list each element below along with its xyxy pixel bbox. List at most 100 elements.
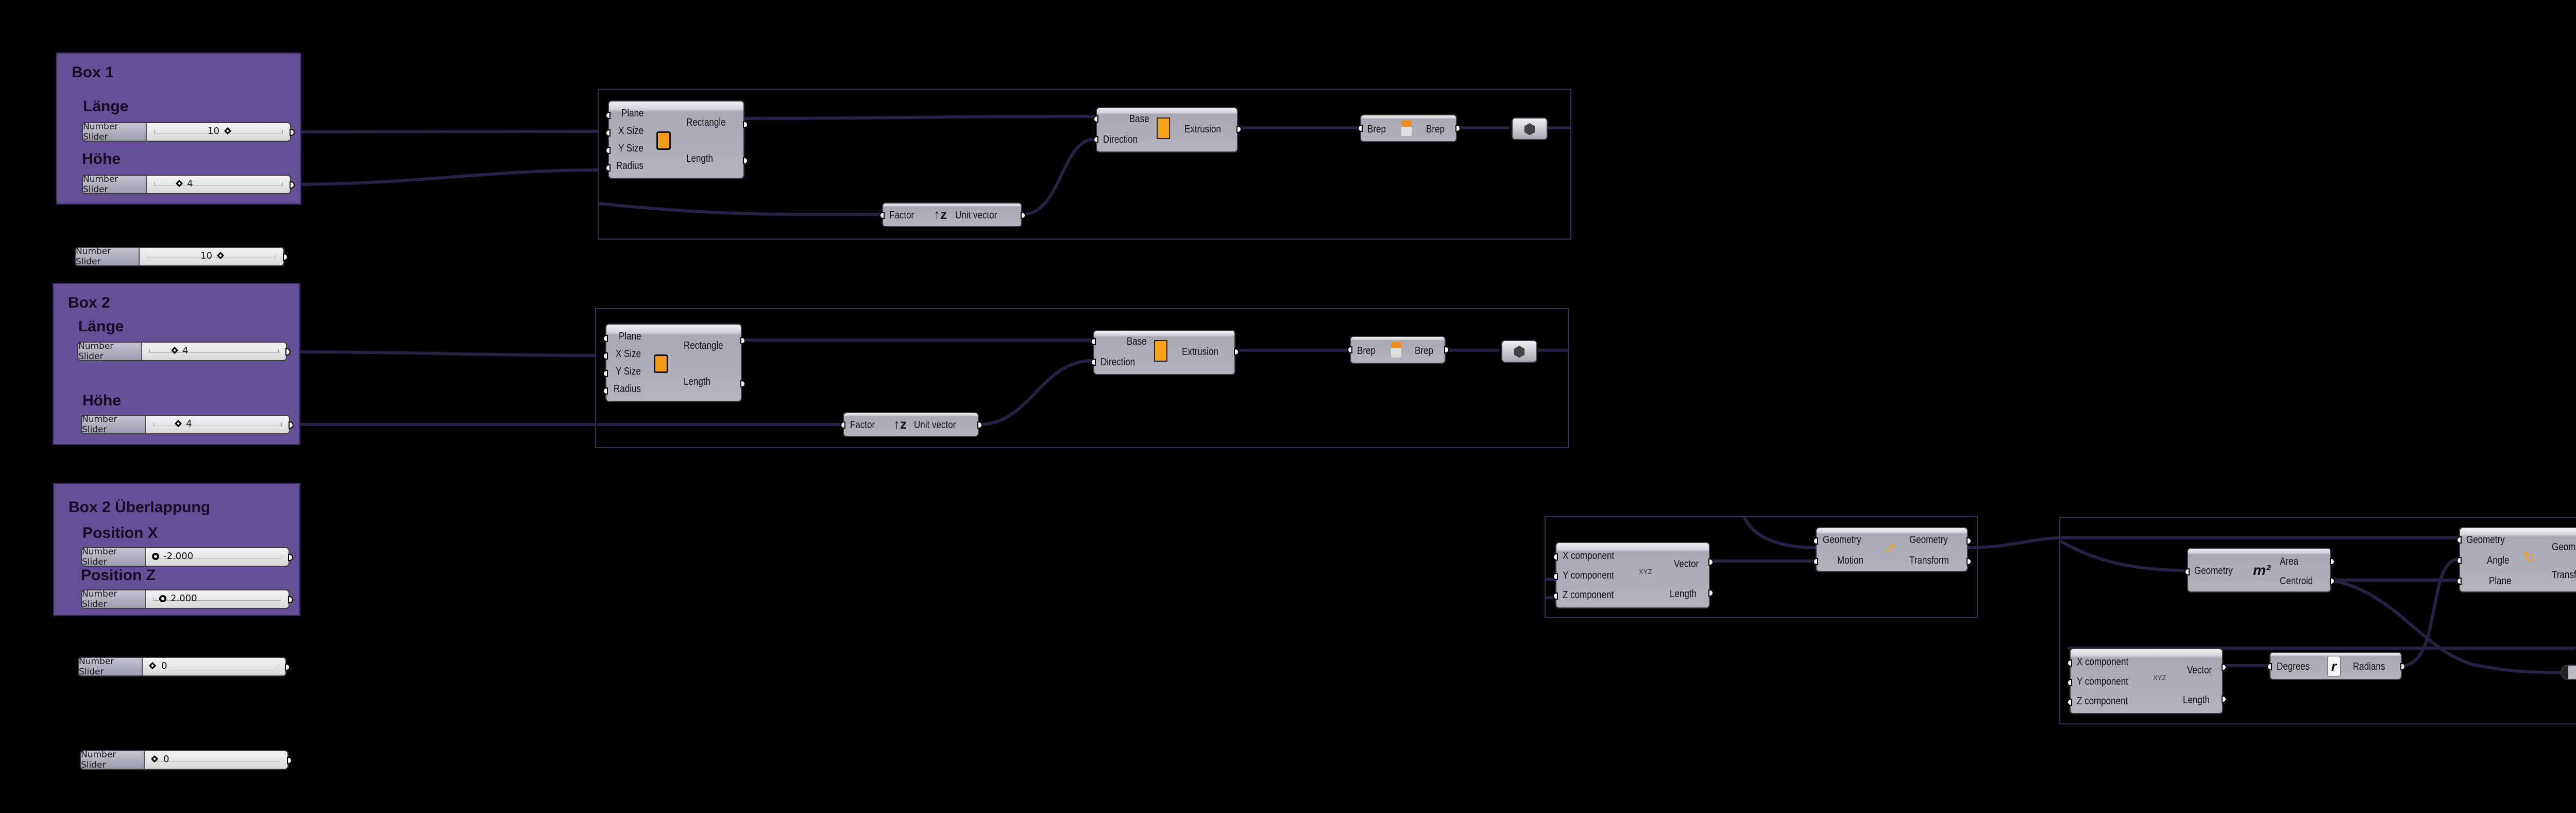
output-port[interactable] [1455,125,1461,132]
input-port[interactable] [1813,558,1818,565]
output-port[interactable] [283,253,288,261]
geometry-param[interactable]: ⬢ [1512,117,1548,140]
rectangle-component[interactable]: Plane X Size Y Size Radius Rectangle Len… [603,324,745,402]
input-port[interactable] [1553,573,1558,580]
cap-holes-component[interactable]: Brep Brep [1347,336,1449,364]
number-slider-box1-laenge[interactable]: Number Slider 10 [82,122,295,142]
move-component[interactable]: Geometry Motion ➚ Geometry Transform [1813,527,1972,572]
number-slider-standalone[interactable]: Number Slider 10 [75,246,288,267]
rotate-component[interactable]: Geometry Angle Plane ↻ Geometry Transfor… [2456,527,2576,592]
input-port[interactable] [603,352,608,360]
input-port[interactable] [603,335,608,342]
output-port[interactable] [1967,537,1972,545]
input-port[interactable] [2456,536,2462,544]
input-port[interactable] [1347,346,1352,353]
slider-grip-icon[interactable] [159,595,166,602]
input-port[interactable] [605,164,611,172]
input-port[interactable] [605,129,611,137]
slider-track[interactable]: -2.000 [146,548,289,566]
input-port[interactable] [1553,592,1558,600]
rectangle-component[interactable]: Plane X Size Y Size Radius Rectangle Len… [605,100,748,179]
geometry-param-icon: ⬢ [1523,121,1536,137]
extrude-component[interactable]: Base Direction Extrusion [1091,330,1239,375]
output-port[interactable] [2222,664,2227,671]
unit-z-component[interactable]: Factor ↑z Unit vector [840,412,982,437]
number-slider-box2-hoehe[interactable]: Number Slider 4 [81,414,294,435]
geometry-param[interactable]: ⬢ [1501,340,1537,363]
output-port[interactable] [740,380,745,387]
output-port[interactable] [743,121,748,128]
group-move[interactable] [1545,516,1978,618]
output-port[interactable] [1236,126,1242,133]
input-port[interactable] [2267,663,2272,670]
input-port[interactable] [2067,679,2072,686]
input-port[interactable] [1093,115,1098,123]
output-port[interactable] [285,664,290,671]
output-port[interactable] [1708,558,1714,566]
output-port[interactable] [1708,589,1714,597]
output-port[interactable] [1444,346,1449,353]
output-port[interactable] [740,337,745,344]
slider-track[interactable]: 4 [142,343,286,360]
relay-node[interactable] [2561,665,2576,680]
number-slider-position-z[interactable]: Number Slider 2.000 [81,589,293,609]
group-box2-geometry[interactable] [595,308,1569,448]
vector-xyz-component[interactable]: X component Y component Z component XYZ … [1553,542,1714,608]
vector-xyz-component[interactable]: X component Y component Z component XYZ … [2067,648,2227,714]
output-port[interactable] [977,421,982,429]
output-port[interactable] [290,129,295,136]
input-port[interactable] [605,112,611,119]
input-port[interactable] [879,212,885,219]
number-slider-box2-laenge[interactable]: Number Slider 4 [77,341,291,362]
area-component[interactable]: Geometry m² Area Centroid [2184,548,2335,592]
output-port[interactable] [1234,348,1239,355]
output-port[interactable] [2222,696,2227,703]
number-slider-position-x[interactable]: Number Slider -2.000 [81,547,293,567]
group-rotate-1[interactable] [2059,517,2576,724]
input-port[interactable] [1358,125,1363,132]
input-port[interactable] [2067,659,2072,667]
output-port[interactable] [2330,558,2335,565]
input-port[interactable] [2456,578,2462,585]
output-port[interactable] [290,181,295,189]
unit-z-component[interactable]: Factor ↑z Unit vector [879,202,1026,227]
input-port[interactable] [1093,136,1098,143]
input-port[interactable] [603,387,608,395]
slider-track[interactable]: 10 [140,248,283,265]
output-port[interactable] [2400,663,2405,670]
extrude-component[interactable]: Base Direction Extrusion [1093,107,1242,153]
input-port[interactable] [2184,568,2190,575]
cap-holes-component[interactable]: Brep Brep [1358,114,1461,142]
group-box1-geometry[interactable] [598,89,1571,240]
output-port[interactable] [1967,558,1972,565]
input-port[interactable] [840,421,845,429]
number-slider-loose-a[interactable]: Number Slider 0 [78,656,290,677]
input-port[interactable] [2067,699,2072,706]
output-port[interactable] [287,757,292,764]
output-port[interactable] [743,157,748,164]
input-port[interactable] [605,147,611,154]
output-port[interactable] [2330,578,2335,585]
number-slider-box1-hoehe[interactable]: Number Slider 4 [82,174,295,195]
output-port[interactable] [285,348,291,355]
input-port[interactable] [603,370,608,377]
slider-track[interactable]: 2.000 [146,590,289,608]
input-port[interactable] [1553,553,1558,561]
input-port[interactable] [2456,557,2462,564]
radians-component[interactable]: Degrees r Radians [2267,652,2405,680]
input-port[interactable] [1091,338,1096,345]
output-port[interactable] [288,554,293,561]
slider-track[interactable]: 4 [147,176,290,193]
input-port[interactable] [1091,359,1096,366]
slider-grip-icon[interactable] [152,553,159,560]
input-port[interactable] [1813,537,1818,545]
output-port[interactable] [1021,212,1026,219]
slider-track[interactable]: 4 [146,416,289,433]
slider-track[interactable]: 0 [143,658,285,675]
slider-track[interactable]: 10 [147,123,290,141]
slider-track[interactable]: 0 [145,751,287,769]
number-slider-loose-b[interactable]: Number Slider 0 [80,750,292,770]
output-port[interactable] [288,596,293,603]
output-port[interactable] [289,421,294,429]
